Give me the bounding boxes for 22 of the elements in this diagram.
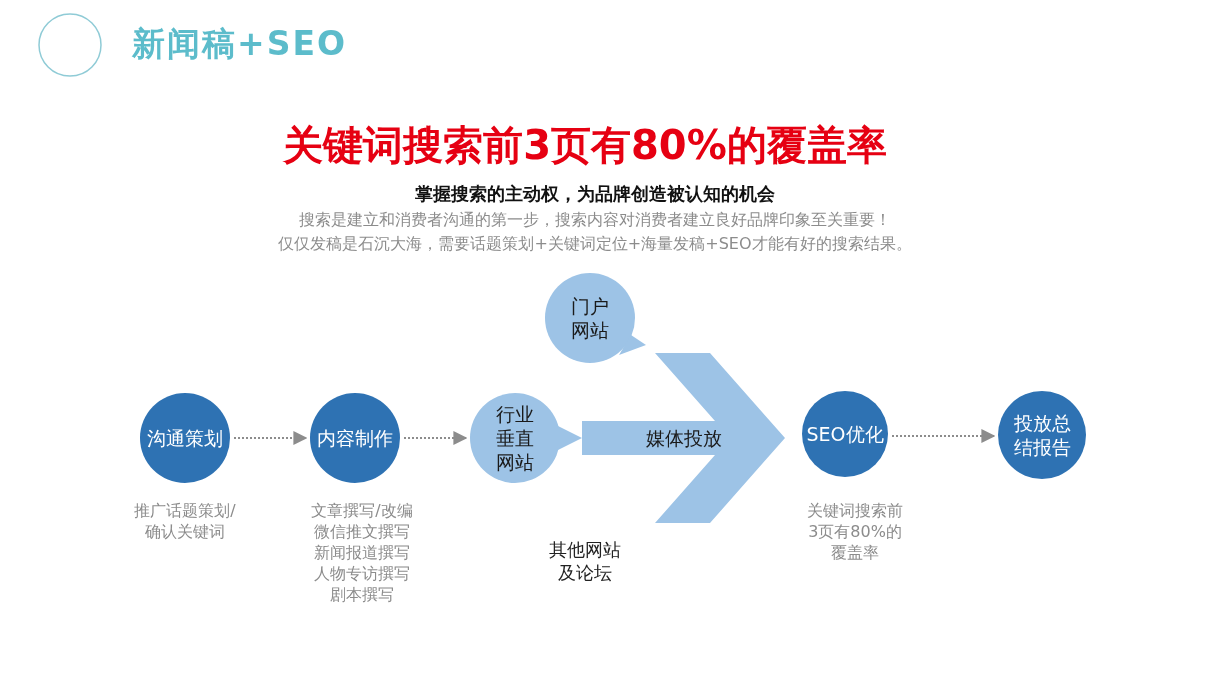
media-label: 其他网站及论坛 [548, 538, 622, 584]
node-label: 门户网站 [570, 294, 610, 342]
node-label: SEO优化 [805, 422, 885, 446]
step-note: 微信推文撰写 [314, 521, 410, 542]
step-note: 人物专访撰写 [314, 563, 410, 584]
step-note: 推广话题策划/确认关键词 [133, 500, 237, 542]
arrow [891, 429, 996, 443]
step-note: 关键词搜索前3页有80%的覆盖率 [806, 500, 904, 563]
subtitle: 掌握搜索的主动权，为品牌创造被认知的机会 [414, 182, 776, 206]
node-label: 行业垂直网站 [495, 402, 535, 474]
node-label: 投放总结报告 [1012, 411, 1072, 459]
arrow [233, 431, 308, 445]
node-label: 内容制作 [316, 426, 394, 450]
page-title: 新闻稿+SEO [132, 23, 347, 65]
step-note: 文章撰写/改编 [311, 500, 413, 521]
body-text: 搜索是建立和消费者沟通的第一步，搜索内容对消费者建立良好品牌印象至关重要！ [298, 210, 892, 231]
step-note: 新闻报道撰写 [314, 542, 410, 563]
body-text: 仅仅发稿是石沉大海，需要话题策划+关键词定位+海量发稿+SEO才能有好的搜索结果。 [277, 234, 913, 255]
step-note: 剧本撰写 [330, 584, 394, 605]
arrow [403, 431, 468, 445]
node-label: 沟通策划 [146, 426, 224, 450]
headline: 关键词搜索前3页有80%的覆盖率 [282, 121, 888, 170]
